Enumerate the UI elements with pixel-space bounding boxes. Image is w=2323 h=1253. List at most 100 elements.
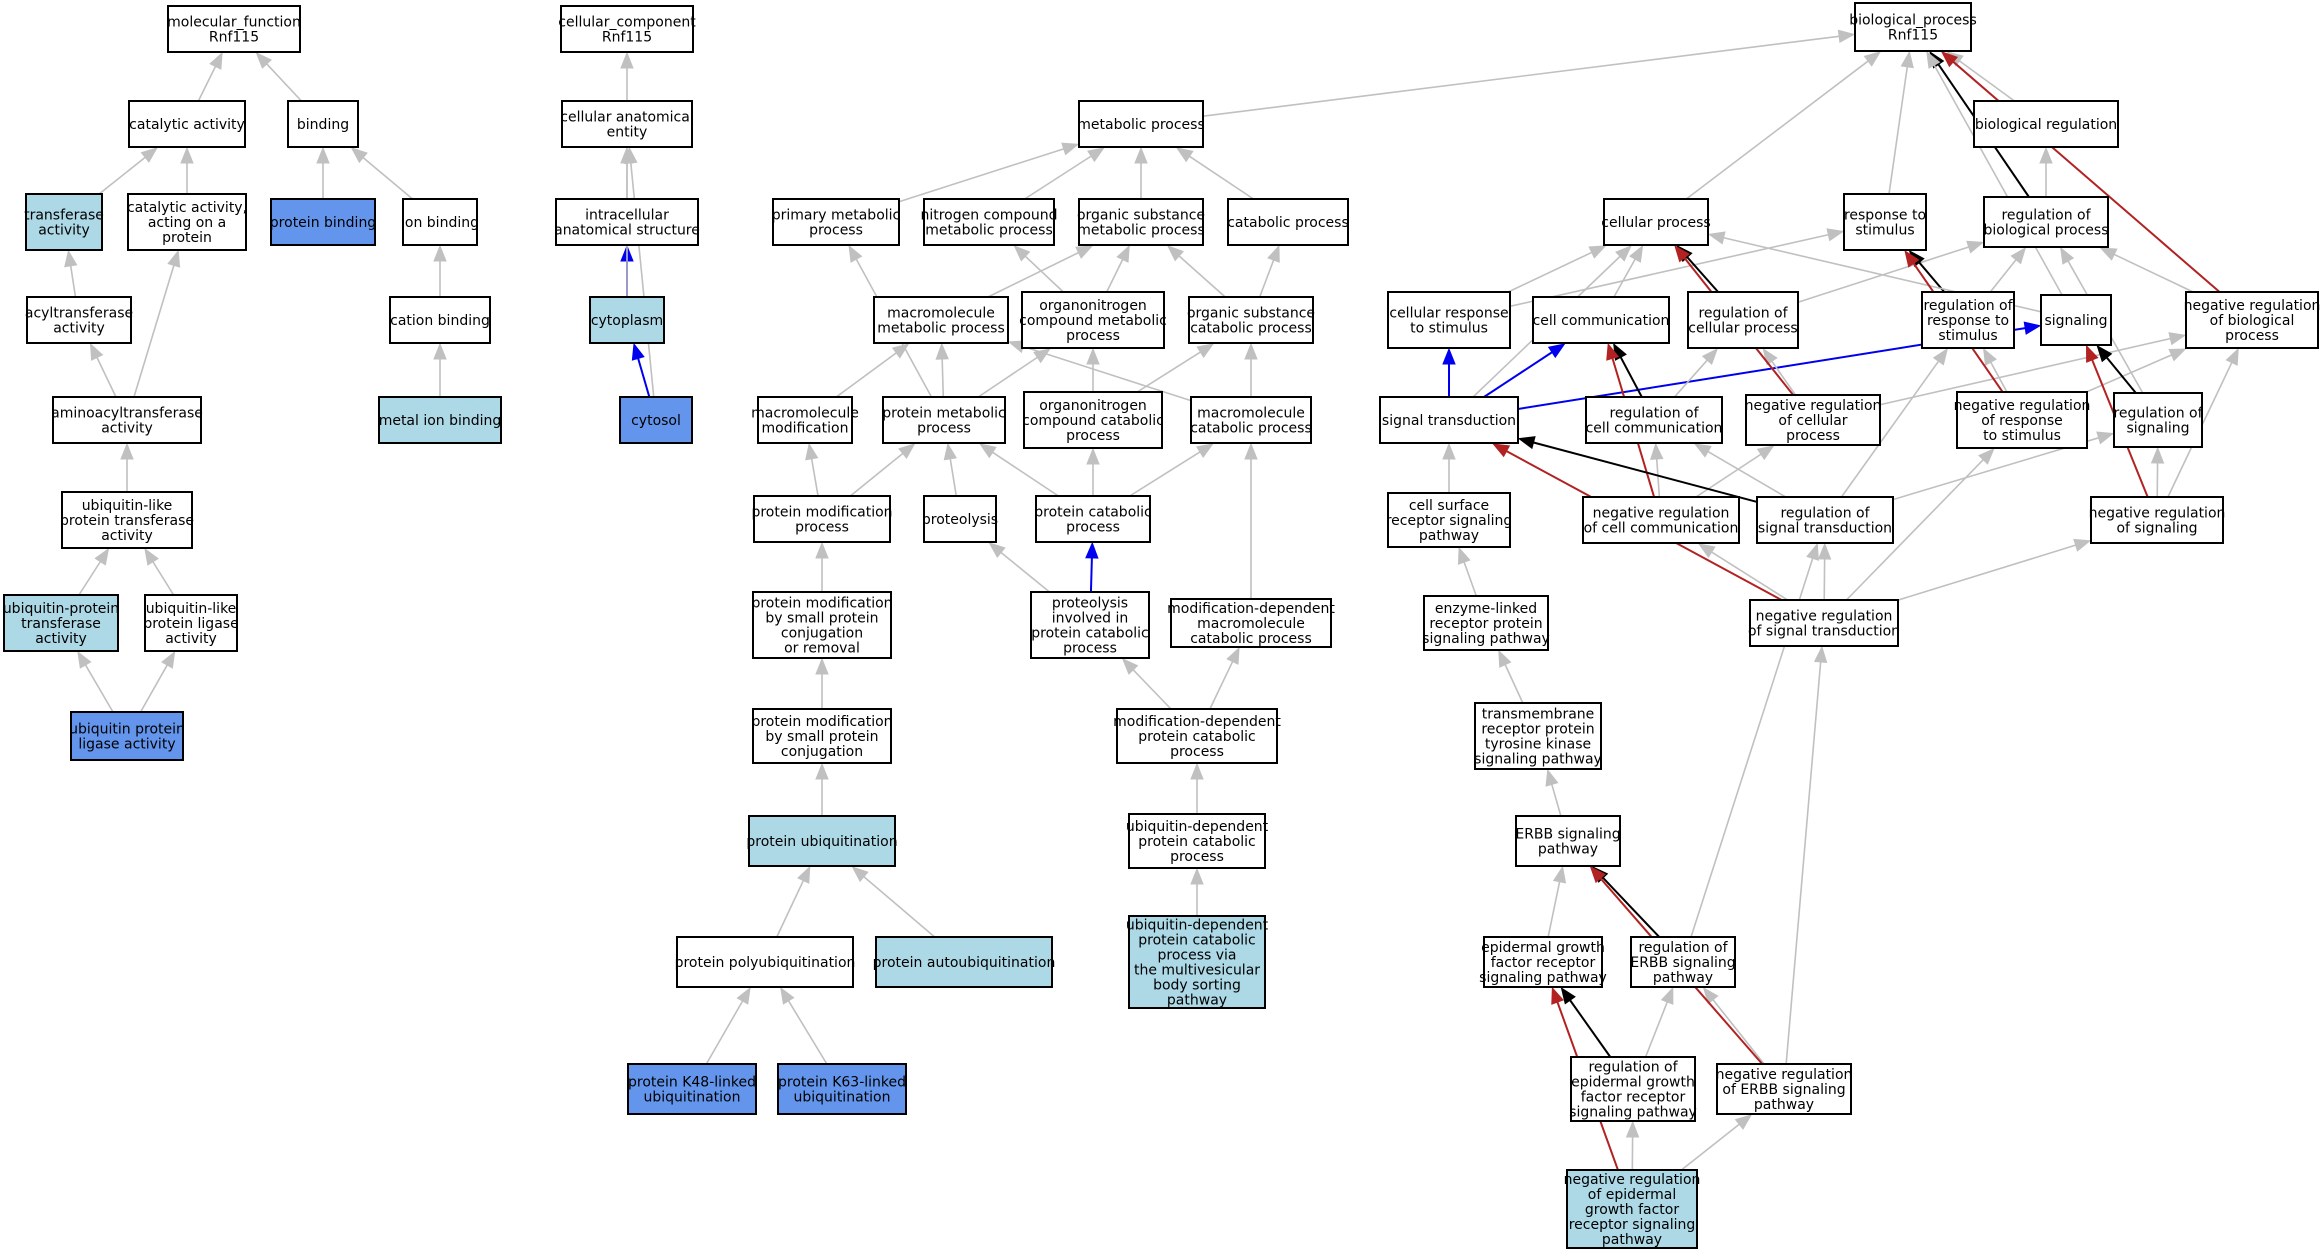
edge-organic_cat-is_a-organic_met bbox=[1166, 245, 1226, 298]
go-term-cation-binding[interactable]: cation binding bbox=[389, 296, 491, 344]
go-term-cytoplasm[interactable]: cytoplasm bbox=[589, 296, 665, 344]
go-term-metabolic[interactable]: metabolic process bbox=[1077, 100, 1205, 148]
go-term-label-line: ubiquitin-dependent bbox=[1126, 819, 1269, 835]
edge-rtk-is_a-enzyme_linked bbox=[1498, 649, 1524, 704]
go-term-box bbox=[1116, 708, 1278, 764]
go-term-proteolysis[interactable]: proteolysis bbox=[922, 495, 998, 543]
go-term-label-line: primary metabolic bbox=[772, 208, 901, 224]
edge-line bbox=[139, 664, 168, 713]
go-term-signaling[interactable]: signaling bbox=[2040, 294, 2112, 346]
go-term-box bbox=[1854, 2, 1972, 52]
go-term-box bbox=[752, 708, 892, 764]
go-term-label-line: epidermal growth bbox=[1571, 1075, 1695, 1091]
go-term-autoubiq[interactable]: protein autoubiquitination bbox=[873, 936, 1056, 988]
edge-line bbox=[1712, 999, 1765, 1065]
go-term-metal-ion[interactable]: metal ion binding bbox=[378, 396, 502, 444]
go-term-binding[interactable]: binding bbox=[287, 100, 359, 148]
go-term-cellular[interactable]: cellular process bbox=[1601, 198, 1711, 246]
go-term-box bbox=[70, 711, 184, 761]
edge-cytosol-part_of-cytoplasm bbox=[631, 342, 651, 398]
go-term-mod-dep-macro[interactable]: modification-dependentmacromoleculecatab… bbox=[1167, 598, 1335, 648]
edge-ub_dep_cat-is_a-mod_dep_prot bbox=[1190, 762, 1204, 814]
go-term-cell-comm[interactable]: cell communication bbox=[1532, 296, 1670, 344]
edge-line bbox=[1673, 359, 1708, 398]
go-term-label-line: cytosol bbox=[631, 413, 681, 429]
edge-line bbox=[949, 458, 958, 497]
go-term-label-line: ligase activity bbox=[78, 737, 175, 753]
go-term-ion-binding[interactable]: ion binding bbox=[401, 198, 479, 246]
go-term-catalytic[interactable]: catalytic activity bbox=[128, 100, 246, 148]
go-term-polyubiq[interactable]: protein polyubiquitination bbox=[675, 936, 856, 988]
go-term-bio-reg[interactable]: biological regulation bbox=[1973, 100, 2119, 148]
go-term-protein-binding[interactable]: protein binding bbox=[270, 198, 376, 246]
go-term-prot-ubiq[interactable]: protein ubiquitination bbox=[746, 815, 898, 867]
go-term-box bbox=[1030, 591, 1150, 659]
edge-organic_met-is_a-metabolic bbox=[1134, 146, 1148, 199]
edge-arrowhead bbox=[77, 650, 92, 669]
go-term-label-line: metabolic process bbox=[925, 223, 1053, 239]
go-term-cytosol[interactable]: cytosol bbox=[619, 396, 693, 444]
go-term-sig-trans[interactable]: signal transduction bbox=[1379, 396, 1519, 444]
go-term-label-line: protein transferase bbox=[60, 513, 194, 529]
edge-arrowhead bbox=[1826, 228, 1845, 242]
edge-arrowhead bbox=[1086, 347, 1100, 365]
go-term-catabolic[interactable]: catabolic process bbox=[1227, 198, 1349, 246]
